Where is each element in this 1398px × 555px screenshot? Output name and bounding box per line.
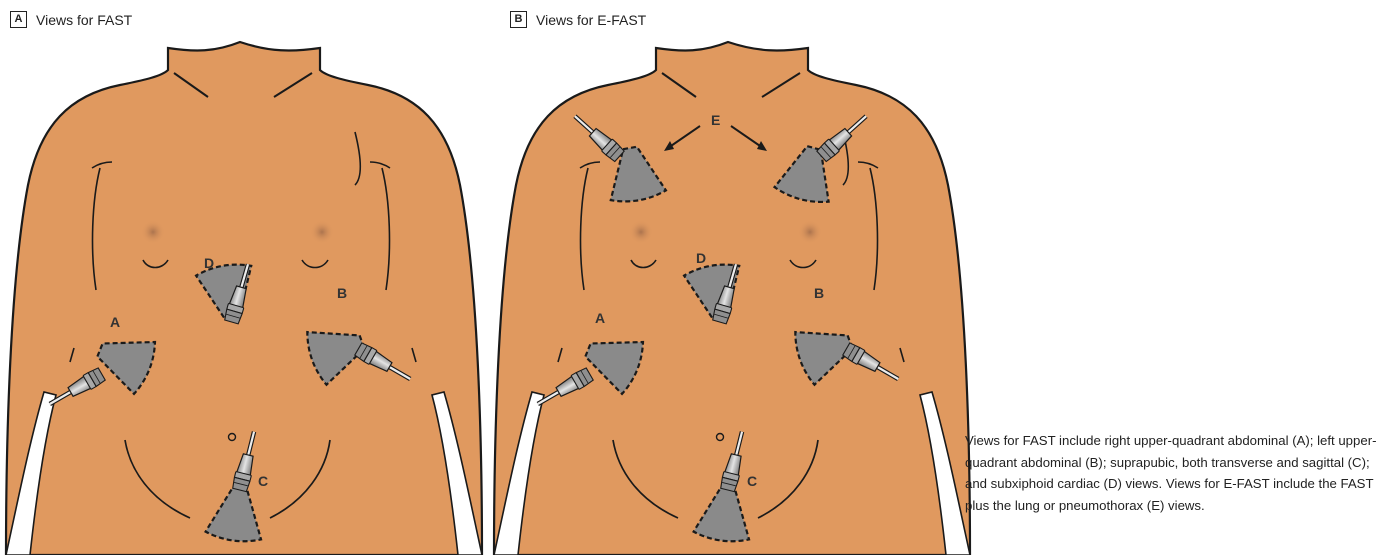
view-label-a-b: A (595, 310, 605, 326)
view-label-a: A (110, 314, 120, 330)
view-label-b-b: B (814, 285, 824, 301)
view-label-c-b: C (747, 473, 757, 489)
view-label-b: B (337, 285, 347, 301)
panel-a-torso (6, 42, 482, 555)
view-label-c: C (258, 473, 268, 489)
view-label-d-b: D (696, 250, 706, 266)
view-label-e: E (711, 112, 720, 128)
panel-b-torso (494, 42, 970, 555)
figure-caption: Views for FAST include right upper-quadr… (965, 430, 1390, 516)
view-label-d: D (204, 255, 214, 271)
